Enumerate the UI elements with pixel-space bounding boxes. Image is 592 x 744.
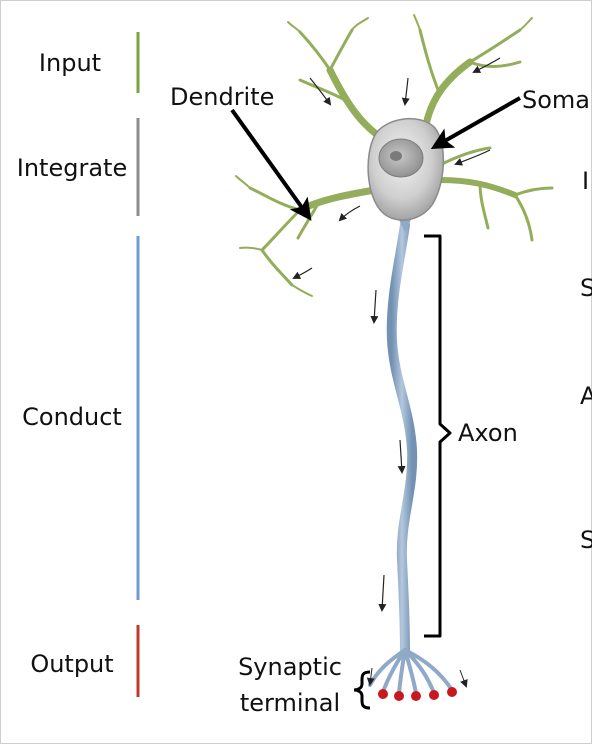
nucleolus [390, 151, 402, 161]
stage-label-conduct: Conduct [22, 403, 122, 431]
cutoff-text-3: A [580, 382, 592, 410]
axon-bracket [424, 234, 452, 638]
dendrite-pointer-arrow [230, 108, 312, 221]
terminal-flow-arrows [366, 667, 468, 688]
stage-label-output: Output [30, 650, 113, 678]
cutoff-text-2: S [580, 274, 592, 302]
stage-label-integrate: Integrate [17, 154, 127, 182]
axon-flow-arrows [370, 289, 406, 612]
soma-pointer-arrow [430, 96, 521, 149]
synaptic-terminal-label-line2: terminal [240, 689, 340, 717]
stage-label-input: Input [39, 49, 101, 77]
axon-label: Axon [458, 419, 518, 447]
axon-shaft [386, 220, 418, 655]
soma-label: Soma [522, 86, 590, 114]
synaptic-terminal-label-line1: Synaptic [238, 653, 342, 681]
cutoff-text-4: S [580, 526, 592, 554]
dendrite-label: Dendrite [170, 83, 274, 111]
dendrite-flow-arrows [292, 57, 501, 279]
terminal-brace [353, 670, 371, 710]
synaptic-boutons [378, 687, 457, 701]
cutoff-text-1: I [582, 167, 589, 195]
terminal-branches [368, 648, 454, 696]
